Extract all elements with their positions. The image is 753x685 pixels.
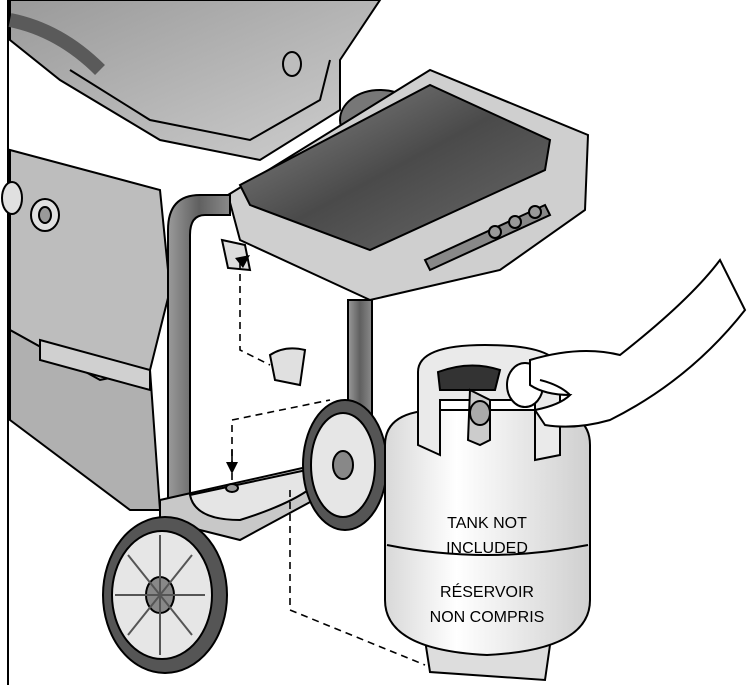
control-knob xyxy=(1,181,60,232)
tank-label-line4: NON COMPRIS xyxy=(430,609,545,626)
tank-label-line1: TANK NOT xyxy=(447,515,527,532)
grill-lid xyxy=(8,0,382,162)
tank-hook-bracket xyxy=(220,238,307,387)
tank-label-line3: RÉSERVOIR xyxy=(440,582,534,601)
rear-wheel xyxy=(302,399,388,531)
hand xyxy=(529,258,747,428)
arrow-icon xyxy=(235,255,250,268)
tank-label-line2: INCLUDED xyxy=(446,540,528,557)
side-shelf xyxy=(226,68,590,302)
front-wheel xyxy=(102,516,228,674)
arrow-icon xyxy=(226,462,238,474)
